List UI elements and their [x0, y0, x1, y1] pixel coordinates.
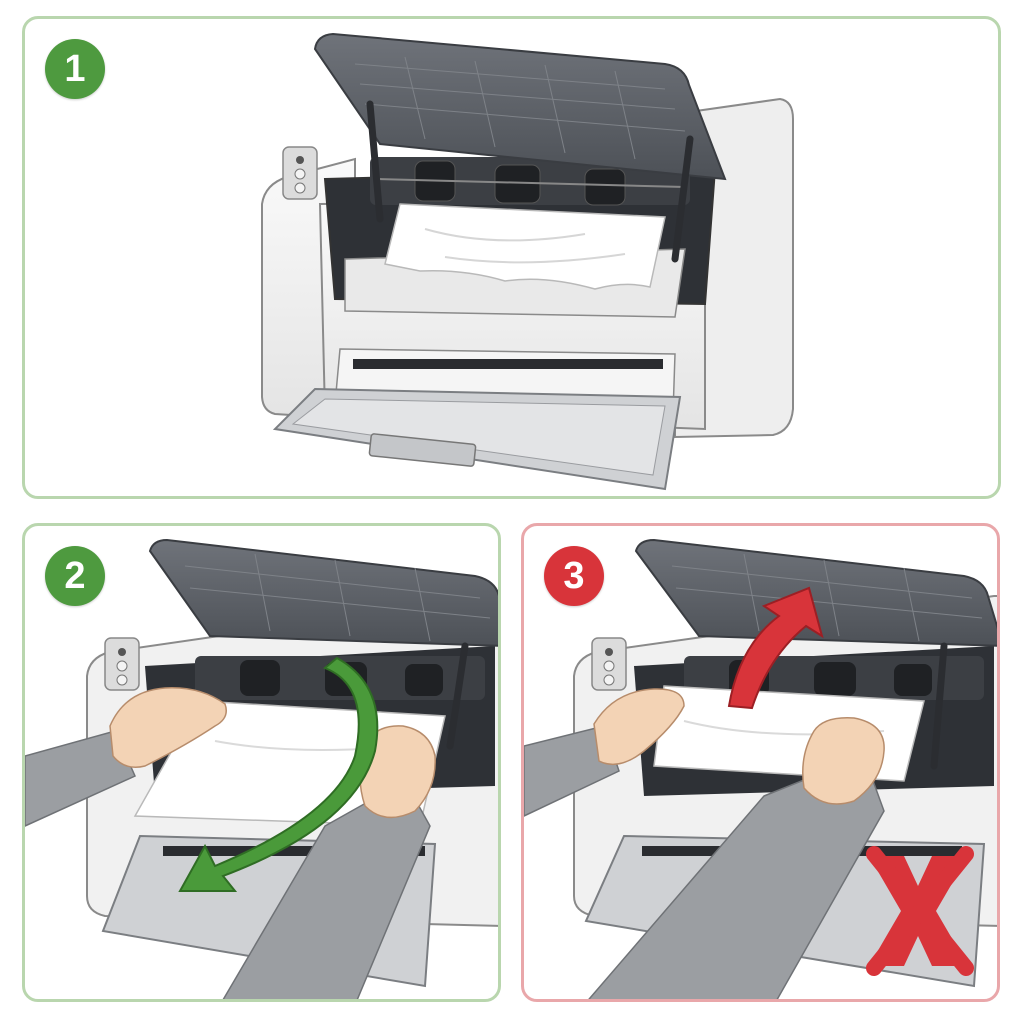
step-2-badge: 2: [45, 546, 105, 606]
printer-open-illustration: [261, 32, 794, 491]
arrow-up-right-icon: [727, 586, 824, 710]
step-3-badge: 3: [544, 546, 604, 606]
step-2-panel: 2: [22, 523, 501, 1002]
left-arm: [524, 725, 620, 817]
arrow-down-left-icon: [178, 656, 379, 892]
left-arm: [25, 730, 136, 827]
incorrect-removal-illustration: [524, 538, 997, 999]
right-hand: [802, 717, 885, 805]
step-3-panel: 3: [521, 523, 1000, 1002]
jammed-paper: [384, 203, 666, 290]
button-icon: [294, 168, 306, 180]
button-icon: [294, 182, 306, 194]
step-1-panel: 1: [22, 16, 1001, 499]
power-led-icon: [296, 156, 304, 164]
cross-icon: [866, 846, 974, 976]
step-1-badge: 1: [45, 39, 105, 99]
left-hand: [109, 687, 227, 768]
correct-removal-illustration: [25, 538, 498, 999]
left-hand: [593, 688, 685, 766]
right-hand: [359, 725, 436, 819]
